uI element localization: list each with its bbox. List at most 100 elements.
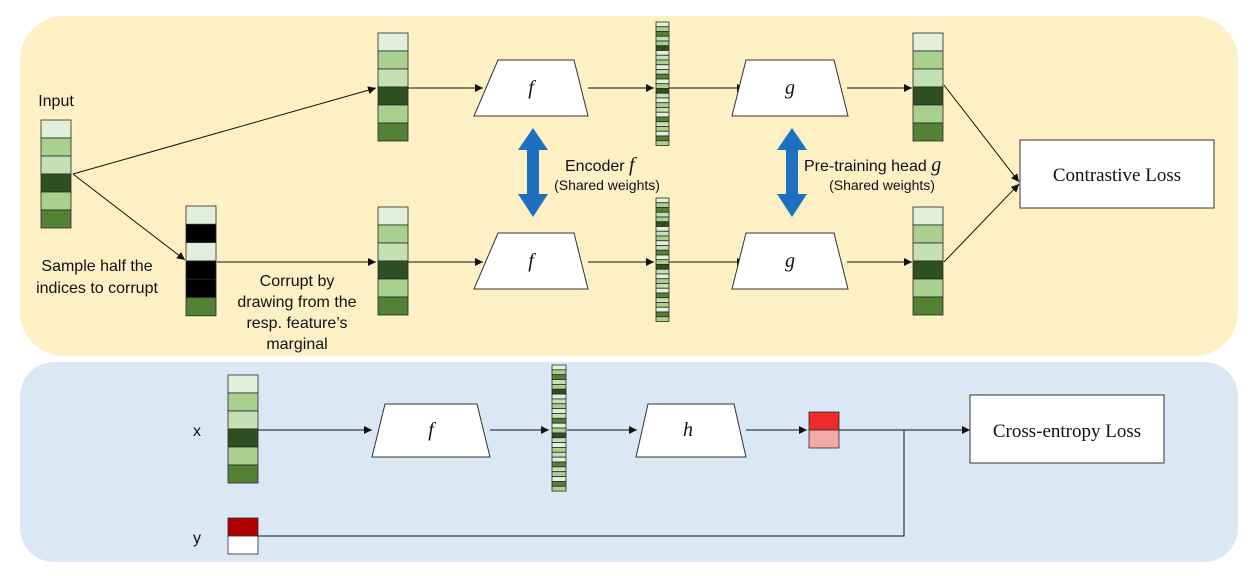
vector-cell	[655, 78, 670, 85]
vector-cell	[377, 104, 409, 124]
vector-cell	[40, 137, 72, 157]
vector-cell	[655, 35, 670, 42]
vector-cell	[551, 447, 567, 453]
vector-cell	[912, 104, 944, 124]
x-label: x	[193, 423, 201, 440]
vector-cell	[185, 223, 217, 244]
head-g-bottom: g	[731, 232, 849, 290]
vector-cell	[185, 260, 217, 280]
vector-cell	[655, 311, 670, 318]
vector-cell	[377, 206, 409, 226]
vector-cell	[655, 211, 670, 218]
vector-cell	[551, 422, 567, 429]
vector-cell	[551, 456, 567, 463]
corrupt-label-line3: resp. feature’s	[246, 315, 347, 332]
vector-cell	[185, 205, 217, 225]
vector-cell	[655, 83, 670, 89]
vector-cell	[551, 364, 567, 371]
vector-cell	[377, 50, 409, 70]
vector-cell	[912, 224, 944, 244]
vector-cell	[655, 54, 670, 61]
vector-cell	[40, 191, 72, 211]
vector-cell	[377, 296, 409, 316]
vector-cell	[40, 209, 72, 229]
vector-cell	[551, 379, 567, 385]
cross-entropy-loss-label: Cross-entropy Loss	[993, 421, 1141, 442]
encoder-title: Encoder f	[565, 154, 637, 176]
vector-cell	[912, 242, 944, 262]
edge-y-to-loss	[258, 430, 905, 537]
vector-cell	[377, 122, 409, 142]
input-feature-vector	[40, 119, 72, 229]
vector-cell	[655, 249, 670, 256]
embedding-top	[655, 21, 670, 146]
head-title-symbol: g	[931, 154, 941, 176]
vector-cell	[551, 369, 567, 376]
head-title: Pre-training head g	[804, 154, 941, 176]
vector-cell	[551, 427, 567, 434]
encoder-f-top-label: f	[528, 77, 536, 99]
vector-cell	[40, 155, 72, 175]
vector-cell	[655, 126, 670, 132]
corrupted-feature-vector	[185, 205, 217, 317]
x-feature-vector	[227, 374, 259, 484]
projection-bottom-vector	[912, 206, 944, 316]
vector-cell	[912, 32, 944, 52]
vector-cell	[655, 306, 670, 313]
vector-cell	[377, 278, 409, 298]
contrastive-loss-label: Contrastive Loss	[1053, 165, 1181, 186]
vector-cell	[655, 264, 670, 270]
vector-cell	[912, 206, 944, 226]
vector-cell	[655, 268, 670, 275]
embedding-finetune	[551, 364, 567, 492]
vector-cell	[655, 221, 670, 227]
vector-cell	[655, 259, 670, 265]
vector-cell	[655, 216, 670, 223]
vector-cell	[655, 40, 670, 47]
vector-cell	[655, 107, 670, 113]
vector-cell	[912, 278, 944, 298]
contrastive-loss-box: Contrastive Loss	[1019, 139, 1215, 209]
vector-cell	[40, 119, 72, 139]
vector-cell	[227, 446, 259, 466]
pretraining-edges	[72, 84, 1020, 266]
vector-cell	[551, 383, 567, 390]
encoder-f-bottom: f	[473, 232, 589, 290]
vector-cell	[655, 292, 670, 299]
corrupt-label-line1: Corrupt by	[260, 273, 335, 290]
encoder-title-symbol: f	[629, 154, 637, 176]
vector-cell	[551, 388, 567, 395]
view2-feature-vector	[377, 206, 409, 316]
vector-cell	[655, 287, 670, 294]
vector-cell	[551, 432, 567, 439]
vector-cell	[551, 451, 567, 458]
vector-cell	[655, 102, 670, 108]
vector-cell	[551, 442, 567, 448]
vector-cell	[551, 393, 567, 400]
vector-cell	[655, 92, 670, 99]
vector-cell	[655, 245, 670, 251]
vector-cell	[377, 68, 409, 88]
edge-input-to-view1	[72, 86, 377, 175]
vector-cell	[551, 408, 567, 414]
sample-label-line1: Sample half the	[41, 258, 152, 275]
encoder-f-finetune-label: f	[428, 419, 436, 441]
label-vector	[227, 517, 259, 555]
vector-cell	[655, 316, 670, 322]
vector-cell	[551, 413, 567, 419]
head-shared-weights: (Shared weights)	[829, 177, 935, 193]
sample-label-line2: indices to corrupt	[36, 280, 158, 297]
vector-cell	[551, 471, 567, 477]
vector-cell	[655, 302, 670, 308]
vector-cell	[655, 273, 670, 280]
vector-cell	[912, 50, 944, 70]
vector-cell	[551, 403, 567, 410]
vector-cell	[655, 230, 670, 237]
vector-cell	[551, 461, 567, 468]
encoder-f-top: f	[473, 59, 589, 117]
head-title-text: Pre-training head	[804, 158, 927, 175]
head-h-finetune-label: h	[683, 419, 693, 441]
prediction-vector	[808, 411, 840, 449]
vector-cell	[185, 297, 217, 317]
vector-cell	[377, 224, 409, 244]
